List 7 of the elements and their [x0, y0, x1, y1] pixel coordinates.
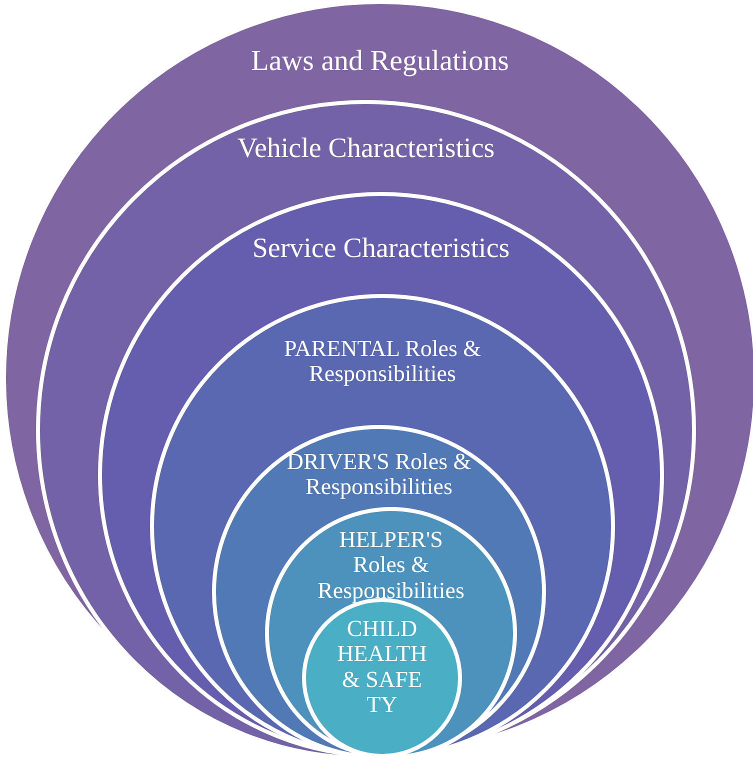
circle-label: Laws and Regulations [250, 46, 510, 78]
circle-label: Service Characteristics [251, 234, 511, 265]
circle-label: PARENTAL Roles & Responsibilities [282, 336, 482, 387]
circle-label: Vehicle Characteristics [236, 134, 496, 165]
circle-label: CHILD HEALTH & SAFETY [337, 616, 427, 718]
circle-label: HELPER'S Roles & Responsibilities [316, 527, 466, 603]
circle-label: DRIVER'S Roles & Responsibilities [286, 449, 472, 500]
